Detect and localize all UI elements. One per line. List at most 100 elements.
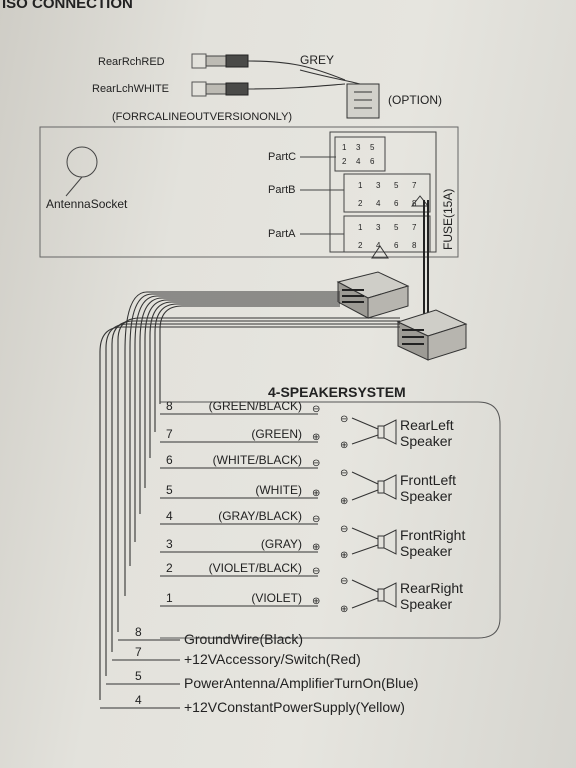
- bundle-wire: [139, 297, 340, 514]
- speaker-plus-terminal: ⊕: [340, 440, 348, 451]
- wire-color-label: (VIOLET): [251, 591, 302, 605]
- part-a-pin-3: 3: [376, 223, 381, 232]
- wire-color-label: (GRAY/BLACK): [218, 509, 302, 523]
- speaker-system-frame: [160, 401, 501, 639]
- part-c-pin-6: 6: [370, 157, 375, 166]
- part-c-pin-4: 4: [356, 157, 361, 166]
- polarity-sign: ⊖: [312, 514, 320, 525]
- bundle-wire: [129, 293, 340, 566]
- bundle-wire: [124, 291, 340, 596]
- part-a-pin-1: 1: [358, 223, 363, 232]
- power-wire-label: +12VConstantPowerSupply(Yellow): [184, 699, 405, 715]
- speaker-label: Speaker: [400, 596, 452, 612]
- speaker-icon: [377, 588, 385, 602]
- power-pin-number: 8: [135, 625, 142, 639]
- wire-color-label: (VIOLET/BLACK): [209, 561, 302, 575]
- pin-number: 8: [166, 399, 173, 413]
- speaker-units: ⊖⊕RearLeftSpeaker⊖⊕FrontLeftSpeaker⊖⊕Fro…: [340, 414, 465, 615]
- speaker-cone-icon: [383, 582, 397, 608]
- rca-connector-right: [191, 53, 346, 81]
- pin-number: 7: [166, 427, 173, 441]
- speaker-label: Speaker: [400, 543, 452, 559]
- speaker-harness-connector: [336, 271, 410, 319]
- power-pin-number: 7: [135, 645, 142, 659]
- rca-left-label: RearLchWHITE: [92, 83, 169, 95]
- antenna-socket-label: AntennaSocket: [46, 197, 128, 211]
- polarity-sign: ⊕: [312, 488, 320, 499]
- part-a-pin-8: 8: [412, 241, 417, 250]
- part-b-pin-6: 6: [394, 199, 399, 208]
- part-a-connector: [343, 215, 431, 253]
- bundle-wire: [159, 305, 340, 404]
- polarity-sign: ⊕: [312, 432, 320, 443]
- speaker-name: FrontRight: [400, 527, 465, 543]
- bundle-wire: [149, 301, 340, 458]
- polarity-sign: ⊕: [312, 596, 320, 607]
- speaker-icon: [377, 425, 385, 439]
- speaker-lead: [351, 471, 379, 501]
- speaker-name: RearLeft: [400, 417, 454, 433]
- speaker-name: FrontLeft: [400, 472, 456, 488]
- speaker-icon: [377, 480, 385, 494]
- speaker-minus-terminal: ⊖: [340, 524, 348, 535]
- fuse-label: FUSE(15A): [441, 189, 455, 250]
- speaker-minus-terminal: ⊖: [340, 414, 348, 425]
- power-wire-label: GroundWire(Black): [184, 631, 303, 647]
- part-b-pin-1: 1: [358, 181, 363, 190]
- part-c-pin-2: 2: [342, 157, 347, 166]
- speaker-wires: 8(GREEN/BLACK)⊖7(GREEN)⊕6(WHITE/BLACK)⊖5…: [160, 399, 320, 607]
- part-b-pin-5: 5: [394, 181, 399, 190]
- power-wire-label: PowerAntenna/AmplifierTurnOn(Blue): [184, 675, 418, 691]
- pin-number: 6: [166, 453, 173, 467]
- part-a-pin-5: 5: [394, 223, 399, 232]
- bundle-wire: [117, 317, 400, 632]
- polarity-sign: ⊖: [312, 404, 320, 415]
- bundle-wire: [144, 299, 340, 488]
- speaker-label: Speaker: [400, 488, 452, 504]
- power-harness-connector: [396, 309, 468, 361]
- pin-number: 5: [166, 483, 173, 497]
- speaker-cone-icon: [383, 529, 397, 555]
- power-pin-number: 4: [135, 693, 142, 707]
- pin-number: 4: [166, 509, 173, 523]
- bundle-wire: [154, 303, 340, 432]
- grey-label: GREY: [300, 53, 334, 67]
- speaker-plus-terminal: ⊕: [340, 496, 348, 507]
- polarity-sign: ⊕: [312, 542, 320, 553]
- option-connector: [346, 83, 380, 119]
- antenna-socket-icon: [66, 146, 98, 178]
- part-c-pin-1: 1: [342, 143, 347, 152]
- part-a-pin-7: 7: [412, 223, 417, 232]
- speaker-lead: [351, 527, 379, 555]
- speaker-minus-terminal: ⊖: [340, 468, 348, 479]
- wire-color-label: (GRAY): [261, 537, 302, 551]
- speaker-lead: [351, 417, 379, 445]
- speaker-lead: [351, 579, 379, 609]
- wire-color-label: (WHITE): [255, 483, 302, 497]
- power-wires: 8 GroundWire(Black) 7 +12VAccessory/Switch(…: [100, 625, 418, 715]
- part-b-pin-7: 7: [412, 181, 417, 190]
- rca-connector-left: [191, 81, 346, 97]
- part-b-pin-4: 4: [376, 199, 381, 208]
- power-pin-number: 5: [135, 669, 142, 683]
- part-b-connector: [343, 173, 431, 213]
- speaker-system-title: 4-SPEAKERSYSTEM: [268, 384, 406, 400]
- part-b-pin-2: 2: [358, 199, 363, 208]
- part-a-label: PartA: [268, 228, 296, 240]
- speaker-icon: [377, 535, 385, 549]
- speaker-plus-terminal: ⊕: [340, 604, 348, 615]
- part-c-pin-3: 3: [356, 143, 361, 152]
- rca-note-label: (FORRCALINEOUTVERSIONONLY): [112, 111, 292, 123]
- part-a-pin-6: 6: [394, 241, 399, 250]
- pin-number: 3: [166, 537, 173, 551]
- speaker-plus-terminal: ⊕: [340, 550, 348, 561]
- bundle-wire: [134, 295, 340, 542]
- speaker-cone-icon: [383, 474, 397, 500]
- rca-right-label: RearRchRED: [98, 56, 165, 68]
- part-c-label: PartC: [268, 151, 296, 163]
- power-wire-label: +12VAccessory/Switch(Red): [184, 651, 361, 667]
- speaker-cone-icon: [383, 419, 397, 445]
